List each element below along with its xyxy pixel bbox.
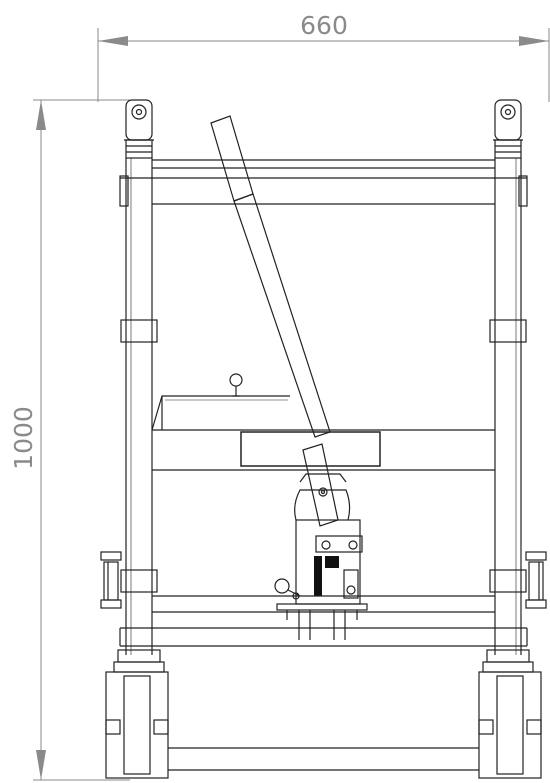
height-arrow-bottom: [36, 750, 46, 780]
height-dimension-label: 1000: [9, 406, 38, 470]
left-top-pulley: [124, 99, 154, 159]
width-dimension: [97, 28, 550, 102]
post-collars: [120, 319, 527, 593]
right-top-pulley: [493, 99, 523, 159]
tray: [151, 373, 290, 431]
handle-pivot-icon: [318, 487, 328, 497]
top-crossbeam: [119, 159, 528, 207]
right-pulley-icon: [500, 104, 516, 120]
middle-crossbeam: [152, 429, 495, 471]
left-side-bracket: [100, 551, 122, 609]
left-post: [125, 158, 153, 655]
width-dimension-label: 660: [300, 11, 348, 40]
width-arrow-left: [98, 36, 128, 46]
release-valve-icon: [274, 578, 290, 594]
right-side-bracket: [525, 551, 547, 609]
height-dimension: [33, 99, 130, 781]
right-caster: [478, 649, 542, 779]
tray-knob-icon: [229, 373, 243, 387]
lower-crossbeam: [119, 595, 528, 647]
hydraulic-jack: [274, 473, 363, 605]
lifting-frame: [100, 99, 547, 779]
left-pulley-icon: [131, 104, 147, 120]
width-arrow-right: [519, 36, 549, 46]
jack-knurled-plunger: [314, 556, 322, 596]
bottom-crossbar: [168, 747, 479, 771]
jack-base: [276, 603, 368, 640]
left-caster: [105, 649, 169, 779]
right-post: [494, 158, 522, 655]
height-arrow-top: [36, 100, 46, 130]
